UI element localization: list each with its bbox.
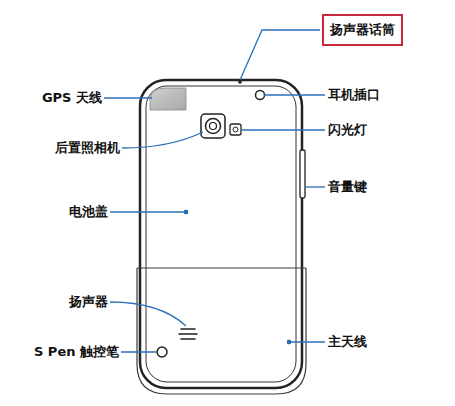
speaker-grille — [179, 329, 197, 339]
volume-label: 音量键 — [328, 179, 367, 195]
leader-dots — [184, 210, 291, 344]
main-antenna-edge — [137, 267, 306, 268]
flash-lamp — [233, 127, 238, 132]
highlight-box: 扬声器话筒 — [322, 14, 403, 46]
jack-label: 耳机插口 — [328, 87, 380, 103]
s-pen-slot — [157, 347, 167, 357]
headphone-jack — [256, 91, 265, 100]
volume-key — [300, 150, 305, 198]
camera-lens-inner — [210, 123, 217, 130]
node-text: 扬声器话筒 — [330, 22, 395, 38]
main-antenna-region — [137, 268, 306, 394]
phone-outline — [140, 80, 302, 388]
antenna-dot — [287, 340, 291, 344]
camera-housing — [201, 114, 225, 138]
gps-antenna — [150, 88, 186, 110]
antenna-label: 主天线 — [328, 334, 367, 350]
camera-lens — [206, 119, 221, 134]
cover-label: 电池盖 — [69, 204, 108, 220]
leader-lines — [104, 30, 325, 352]
flash — [230, 124, 241, 135]
flash-label: 闪光灯 — [328, 122, 367, 138]
spen-label: S Pen 触控笔 — [34, 344, 119, 360]
gps-label: GPS 天线 — [42, 90, 102, 106]
battery-cover-dot — [184, 210, 188, 214]
mic-hole — [238, 80, 242, 84]
speaker-label: 扬声器 — [69, 294, 108, 310]
camera-label: 后置照相机 — [55, 140, 120, 156]
